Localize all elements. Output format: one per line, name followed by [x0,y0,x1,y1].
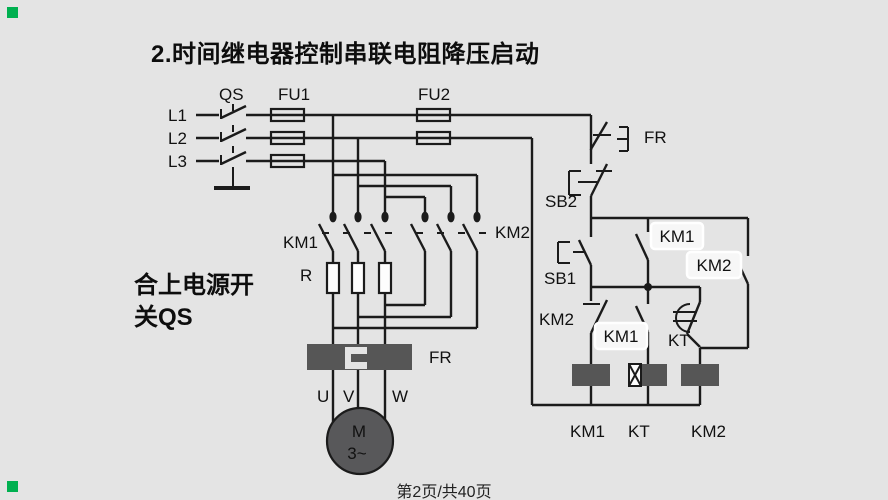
label-v: V [343,387,355,406]
page-indicator: 第2页/共40页 [396,484,492,500]
label-fr-heater: FR [429,348,452,367]
km1-selfhold-label-box [649,221,705,251]
label-fu2: FU2 [418,85,450,104]
corner-marker-top [7,7,18,18]
kt-coil [628,363,667,405]
label-km2-selfhold: KM2 [697,256,732,275]
control-left-rail [530,138,700,407]
km1-coil [572,364,610,405]
label-sb1: SB1 [544,269,576,288]
km2-selfhold-contact [698,218,750,364]
main-circuit-wires [331,115,479,345]
label-motor-m: M [352,422,366,441]
label-fu1: FU1 [278,85,310,104]
label-km2-interlock: KM2 [539,310,574,329]
label-coil-km2: KM2 [691,422,726,441]
page-title: 2.时间继电器控制串联电阻降压启动 [151,41,540,68]
km2-nc-interlock [583,287,609,364]
sb1-start-button [557,218,593,287]
annotation-note: 合上电源开 关QS [134,270,254,334]
km1-main-contacts [317,211,396,252]
label-r: R [300,266,312,285]
sb2-stop-button [568,163,612,218]
label-sb2: SB2 [545,192,577,211]
fr-nc-contact [589,115,629,164]
label-l3: L3 [168,152,187,171]
fr-thermal-element [307,344,412,370]
label-l1: L1 [168,106,187,125]
annotation-note-line2: 关QS [134,304,193,331]
label-u: U [317,387,329,406]
fuse-fu2 [415,107,452,146]
corner-marker-bottom [7,481,18,492]
qs-switch [214,104,250,190]
km2-coil [681,364,719,405]
annotation-note-line1: 合上电源开 [134,272,254,299]
label-kt-contact: KT [668,331,690,350]
fuse-fu1 [269,107,306,169]
label-km1-selfhold: KM1 [660,227,695,246]
label-km2-main: KM2 [495,223,530,242]
boxed-labels [593,221,743,351]
label-w: W [392,387,408,406]
km2-selfhold-label-box [685,250,743,280]
label-km1-main: KM1 [283,233,318,252]
label-motor-phase: 3~ [347,444,366,463]
starting-resistors [325,261,393,295]
label-l2: L2 [168,129,187,148]
km1-selfhold-contact [634,218,650,287]
km2-main-contacts [409,211,486,252]
label-km1-aux: KM1 [604,327,639,346]
motor [325,370,395,476]
km1-aux-label-box [593,321,649,351]
label-fr-contact: FR [644,128,667,147]
label-qs: QS [219,85,244,104]
label-coil-kt: KT [628,422,650,441]
motor-circle [325,406,395,476]
label-coil-km1: KM1 [570,422,605,441]
kt-delayed-contact [673,287,702,348]
